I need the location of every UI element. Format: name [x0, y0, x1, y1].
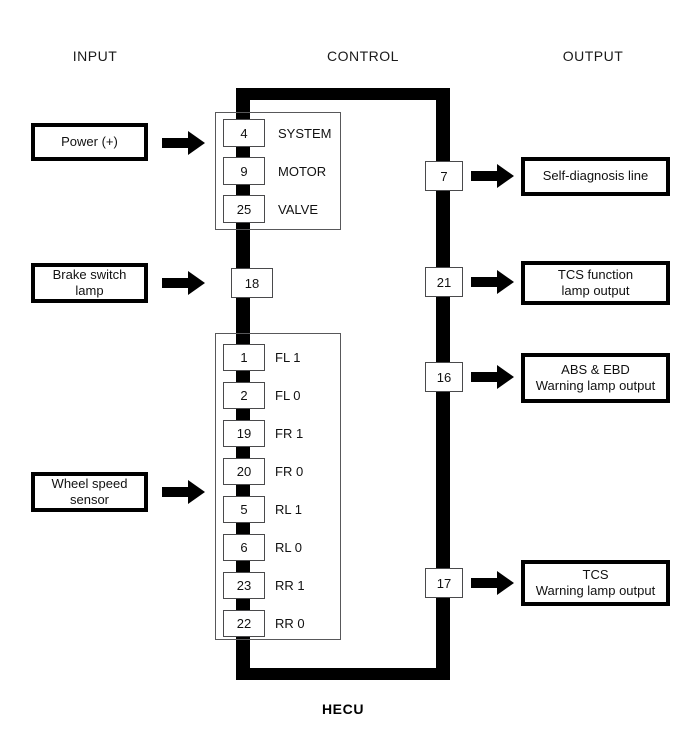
- pin-group-wheel-speed: [215, 333, 341, 640]
- pin-box-23[interactable]: 23: [223, 572, 265, 599]
- pin-box-25[interactable]: 25: [223, 195, 265, 223]
- output-box-abs-ebd-warning-lamp[interactable]: ABS & EBD Warning lamp output: [521, 353, 670, 403]
- input-box-power[interactable]: Power (+): [31, 123, 148, 161]
- arrow-pin7-to-self-diagnosis: [471, 163, 515, 189]
- input-box-power-label: Power (+): [61, 133, 118, 149]
- pin-label-rr-0: RR 0: [275, 616, 305, 631]
- output-box-tcs-warning-lamp[interactable]: TCS Warning lamp output: [521, 560, 670, 606]
- column-header-output: OUTPUT: [562, 48, 624, 64]
- pin-label-motor: MOTOR: [278, 163, 327, 179]
- pin-box-19[interactable]: 19: [223, 420, 265, 447]
- bus-bottom-segment: [236, 668, 450, 680]
- pin-box-18[interactable]: 18: [231, 268, 273, 298]
- pin-label-fr-1: FR 1: [275, 426, 304, 441]
- pin-label-fl-0: FL 0: [275, 388, 301, 403]
- output-box-abs-ebd-line-2: Warning lamp output: [535, 378, 656, 393]
- output-box-tcs-function-line-1: TCS function: [557, 266, 634, 282]
- column-header-control: CONTROL: [327, 48, 399, 64]
- arrow-pin16-to-abs-ebd-warning-lamp: [471, 364, 515, 390]
- output-box-self-diagnosis-label: Self-diagnosis line: [542, 168, 649, 184]
- input-box-brake-switch-lamp[interactable]: Brake switch lamp: [31, 263, 148, 303]
- output-box-self-diagnosis-line[interactable]: Self-diagnosis line: [521, 157, 670, 196]
- pin-group-power: [215, 112, 341, 230]
- diagram-caption-hecu: HECU: [321, 701, 365, 717]
- input-box-wheel-speed-sensor[interactable]: Wheel speed sensor: [31, 472, 148, 512]
- input-box-wheel-line-1: Wheel speed: [51, 475, 128, 491]
- input-box-brake-line-2: lamp: [75, 283, 104, 298]
- output-box-tcs-warning-line-2: Warning lamp output: [535, 583, 656, 598]
- arrow-pin17-to-tcs-warning-lamp: [471, 570, 515, 596]
- pin-box-22[interactable]: 22: [223, 610, 265, 637]
- pin-box-7[interactable]: 7: [425, 161, 463, 191]
- pin-label-rl-1: RL 1: [275, 502, 302, 517]
- pin-box-16[interactable]: 16: [425, 362, 463, 392]
- output-box-tcs-function-lamp[interactable]: TCS function lamp output: [521, 261, 670, 305]
- pin-box-21[interactable]: 21: [425, 267, 463, 297]
- output-box-tcs-function-line-2: lamp output: [561, 283, 630, 298]
- pin-box-17[interactable]: 17: [425, 568, 463, 598]
- pin-label-rr-1: RR 1: [275, 578, 305, 593]
- output-box-tcs-warning-line-1: TCS: [582, 566, 609, 582]
- arrow-wheel-to-hecu: [162, 479, 206, 505]
- pin-box-2[interactable]: 2: [223, 382, 265, 409]
- pin-label-valve: VALVE: [278, 201, 318, 217]
- pin-label-fr-0: FR 0: [275, 464, 304, 479]
- column-header-input: INPUT: [72, 48, 118, 64]
- input-box-brake-line-1: Brake switch: [52, 266, 127, 282]
- pin-label-rl-0: RL 0: [275, 540, 302, 555]
- arrow-pin21-to-tcs-function-lamp: [471, 269, 515, 295]
- pin-box-5[interactable]: 5: [223, 496, 265, 523]
- pin-box-6[interactable]: 6: [223, 534, 265, 561]
- bus-top-segment: [236, 88, 450, 100]
- pin-label-system: SYSTEM: [278, 125, 332, 141]
- arrow-brake-to-hecu: [162, 270, 206, 296]
- pin-box-9[interactable]: 9: [223, 157, 265, 185]
- pin-box-4[interactable]: 4: [223, 119, 265, 147]
- input-box-wheel-line-2: sensor: [69, 492, 110, 507]
- pin-box-1[interactable]: 1: [223, 344, 265, 371]
- output-box-abs-ebd-line-1: ABS & EBD: [561, 361, 630, 377]
- pin-box-20[interactable]: 20: [223, 458, 265, 485]
- pin-label-fl-1: FL 1: [275, 350, 301, 365]
- arrow-power-to-hecu: [162, 130, 206, 156]
